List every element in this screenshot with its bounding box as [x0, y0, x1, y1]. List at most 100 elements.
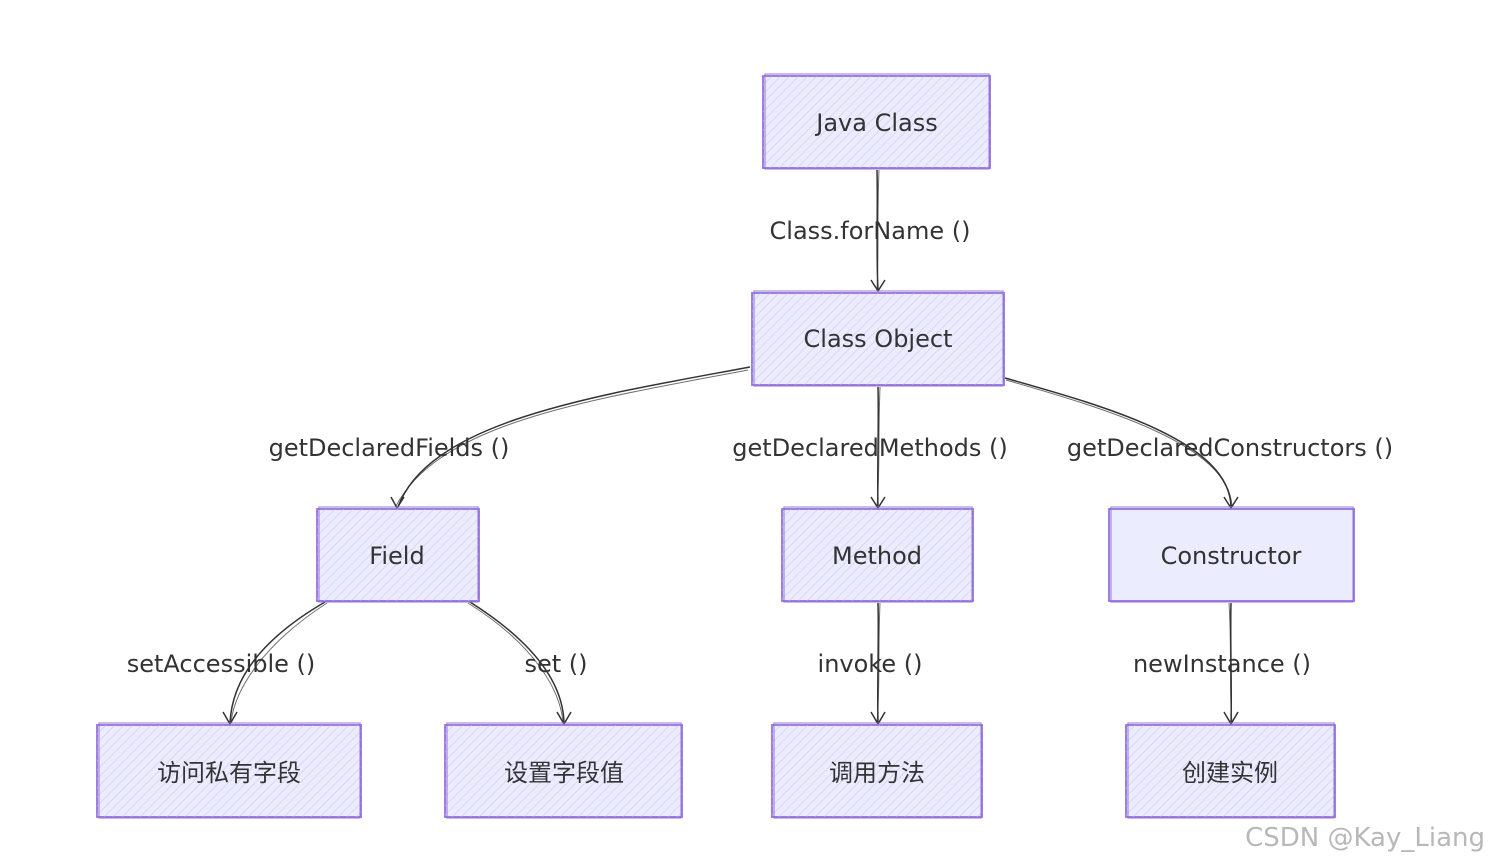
hatch-line [752, 293, 762, 303]
hatch-line [805, 725, 899, 817]
hatch-line [788, 509, 882, 601]
hatch-line [996, 509, 1088, 601]
node-label: 访问私有字段 [157, 759, 301, 787]
hatch-line [622, 757, 682, 817]
hatch-line [317, 509, 327, 519]
hatch-line [904, 82, 990, 168]
hatch-line [504, 509, 596, 601]
hatch-line [487, 725, 581, 817]
hatch-line [495, 509, 587, 601]
hatch-line [752, 293, 798, 339]
hatch-line [97, 725, 98, 726]
node-label: Java Class [814, 109, 937, 137]
hatch-line [752, 293, 825, 366]
hatch-line [112, 725, 206, 817]
hatch-line [148, 725, 242, 817]
hatch-line [1065, 293, 1157, 385]
hatch-line [929, 310, 1004, 385]
hatch-line [904, 739, 982, 817]
hatch-line [886, 76, 980, 168]
hatch-line [1303, 785, 1335, 817]
hatch-line [317, 509, 390, 582]
hatch-line [559, 725, 653, 817]
hatch-line [505, 725, 599, 817]
hatch-line [496, 725, 590, 817]
hatch-line [220, 725, 314, 817]
hatch-line [763, 76, 827, 140]
edge-classobject-to-method [870, 386, 886, 510]
node-call-method: 调用方法 [771, 722, 1132, 819]
hatch-line [752, 293, 816, 357]
hatch-line [97, 725, 188, 816]
hatch-line [814, 76, 908, 168]
hatch-line [422, 544, 479, 601]
hatch-line [514, 725, 608, 817]
hatch-line [1022, 725, 1114, 817]
hatch-line [1031, 76, 1123, 168]
hatch-line [782, 509, 864, 591]
hatch-line [1312, 794, 1335, 817]
hatch-line [1056, 293, 1148, 385]
hatch-line [1040, 725, 1132, 817]
hatch-line [1204, 725, 1298, 817]
hatch-line [815, 509, 909, 601]
hatch-line [1186, 725, 1280, 817]
hatch-line [806, 509, 900, 601]
hatch-line [476, 598, 479, 601]
hatch-line [782, 509, 828, 555]
hatch-line [368, 509, 462, 601]
hatch-line [968, 596, 973, 601]
hatch-line [1376, 725, 1468, 817]
hatch-line [1004, 725, 1096, 817]
hatch-line [1330, 812, 1335, 817]
hatch-line [413, 535, 479, 601]
hatch-line [1267, 749, 1335, 817]
hatch-line [395, 517, 479, 601]
edge-label-set-accessible: setAccessible () [127, 650, 316, 678]
hatch-line [229, 725, 323, 817]
hatch-line [301, 757, 361, 817]
hatch-line [869, 509, 963, 601]
hatch-line [1177, 725, 1271, 817]
hatch-line [1126, 725, 1154, 753]
hatch-line [265, 725, 359, 817]
hatch-line [922, 757, 982, 817]
hatch-line [274, 730, 361, 817]
hatch-line [850, 725, 944, 817]
hatch-line [850, 76, 944, 168]
hatch-line [859, 725, 953, 817]
hatch-line [1195, 725, 1289, 817]
hatch-line [1421, 725, 1491, 817]
hatch-line [317, 509, 408, 600]
hatch-line [449, 571, 479, 601]
hatch-line [523, 725, 617, 817]
hatch-line [772, 725, 845, 798]
hatch-line [857, 293, 951, 385]
hatch-line [467, 589, 479, 601]
hatch-line [130, 725, 224, 817]
hatch-line [772, 725, 791, 744]
hatch-line [995, 725, 1087, 817]
hatch-line [193, 725, 287, 817]
hatch-line [782, 509, 792, 519]
hatch-line [752, 293, 807, 348]
hatch-line [1013, 725, 1105, 817]
hatch-line [341, 509, 435, 601]
hatch-fill [317, 509, 596, 601]
hatch-line [985, 163, 990, 168]
hatch-line [938, 319, 1004, 385]
hatch-line [1126, 725, 1208, 807]
node-access-private-field: 访问私有字段 [96, 722, 362, 819]
hatch-line [794, 293, 888, 385]
hatch-line [949, 127, 990, 168]
hatch-fill [752, 293, 1157, 385]
hatch-line [851, 509, 945, 601]
node-class-object: Class Object [751, 290, 1157, 387]
hatch-line [469, 725, 563, 817]
hatch-line [931, 109, 990, 168]
edge-label-get-declared-constructors: getDeclaredConstructors () [1067, 434, 1393, 462]
hatch-line [1126, 725, 1199, 798]
hatch-line [238, 725, 332, 817]
hatch-line [577, 725, 671, 817]
